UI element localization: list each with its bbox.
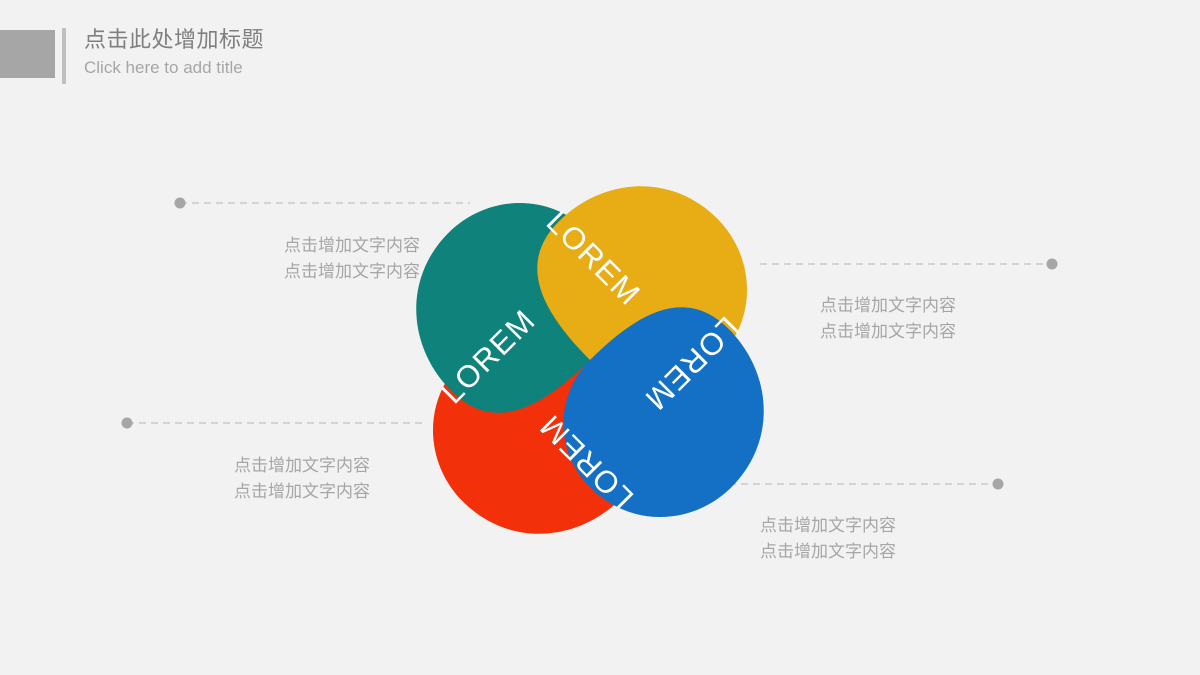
callout-top-left-line2: 点击增加文字内容 <box>284 262 420 281</box>
callout-top-left-line1: 点击增加文字内容 <box>284 236 420 255</box>
callout-bottom-left-line1: 点击增加文字内容 <box>234 456 370 475</box>
header-color-swatch <box>0 30 55 78</box>
callout-top-left[interactable]: 点击增加文字内容 点击增加文字内容 <box>80 233 420 285</box>
connector-top-left[interactable] <box>174 197 471 209</box>
connector-bottom-left[interactable] <box>121 417 426 429</box>
header-divider-rule <box>62 28 66 84</box>
callout-bottom-right-line1: 点击增加文字内容 <box>760 516 896 535</box>
callout-right-line2: 点击增加文字内容 <box>820 322 956 341</box>
callout-right[interactable]: 点击增加文字内容 点击增加文字内容 <box>820 293 1160 345</box>
callout-bottom-left-line2: 点击增加文字内容 <box>234 482 370 501</box>
callout-bottom-left[interactable]: 点击增加文字内容 点击增加文字内容 <box>30 453 370 505</box>
connector-dot-right[interactable] <box>1046 258 1058 270</box>
connector-dot-bottom-right[interactable] <box>992 478 1004 490</box>
callout-bottom-right-line2: 点击增加文字内容 <box>760 542 896 561</box>
connector-dot-top-left[interactable] <box>174 197 186 209</box>
connector-dot-bottom-left[interactable] <box>121 417 133 429</box>
page-title-en[interactable]: Click here to add title <box>84 58 243 77</box>
slide-header: 点击此处增加标题 Click here to add title <box>0 27 1200 90</box>
pinwheel-graphic: LOREM LOREM LOREM LOREM <box>400 150 790 540</box>
connector-bottom-right[interactable] <box>705 478 1004 490</box>
callout-right-line1: 点击增加文字内容 <box>820 296 956 315</box>
connector-right[interactable] <box>760 258 1058 270</box>
callout-bottom-right[interactable]: 点击增加文字内容 点击增加文字内容 <box>760 513 1100 565</box>
page-title-cn[interactable]: 点击此处增加标题 <box>84 27 265 52</box>
header-text-group: 点击此处增加标题 Click here to add title <box>84 24 264 80</box>
